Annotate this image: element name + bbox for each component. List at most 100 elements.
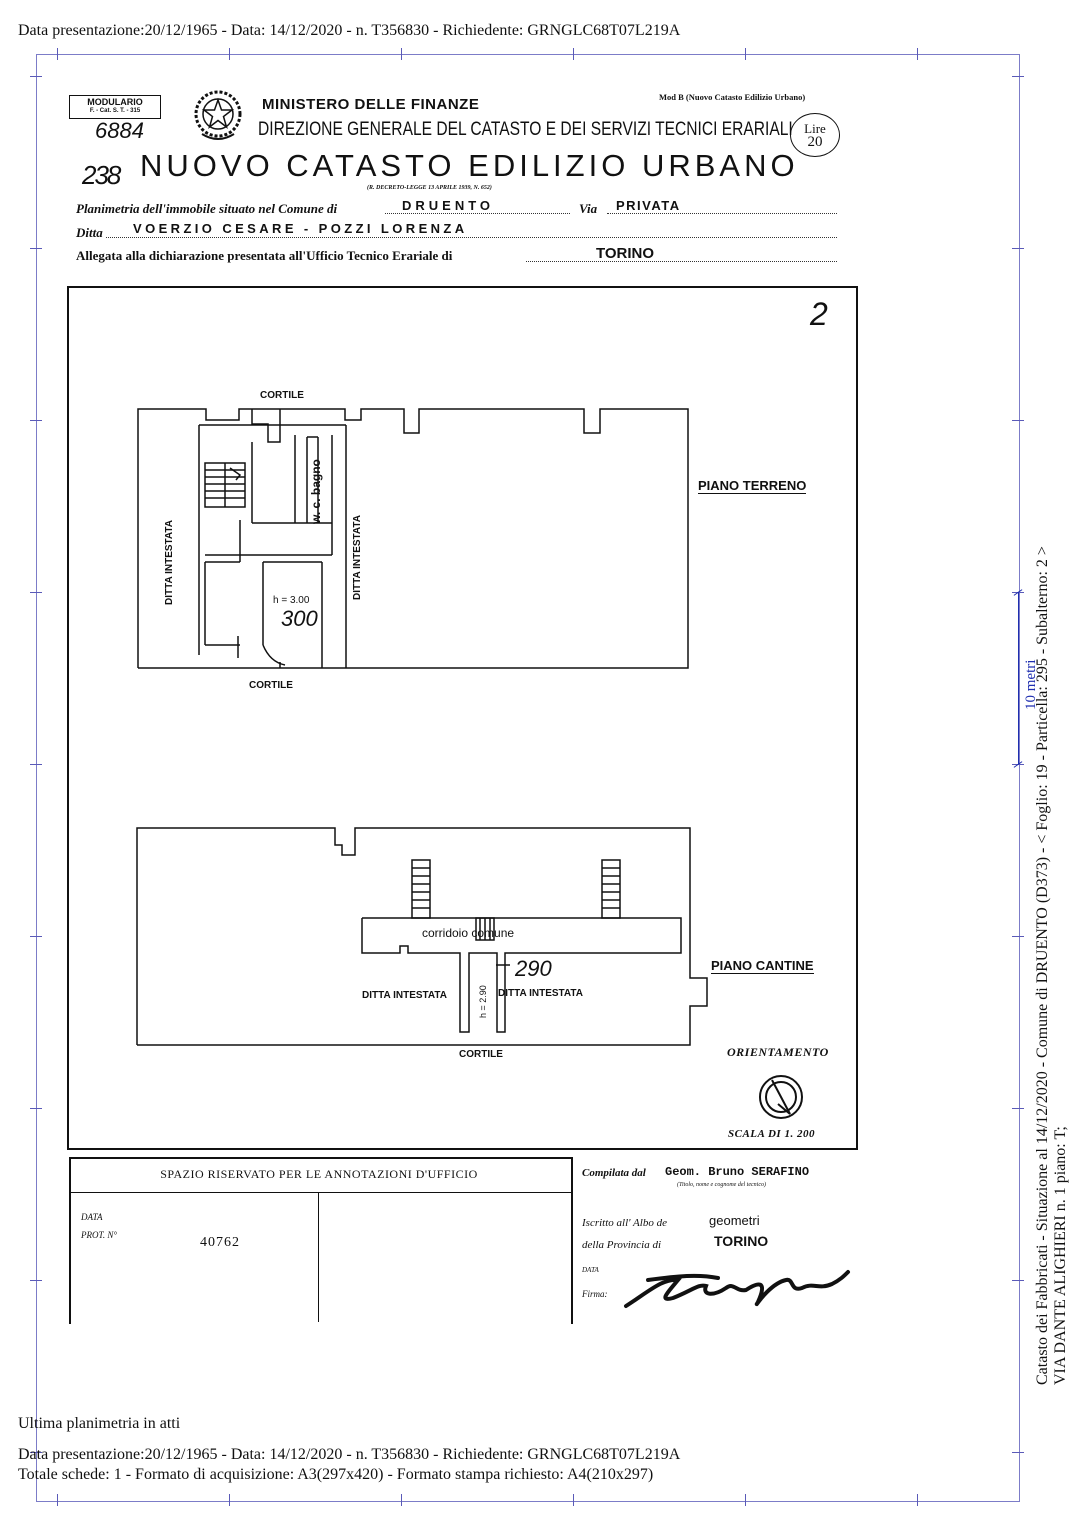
footer-line1: Data presentazione:20/12/1965 - Data: 14… <box>18 1446 681 1463</box>
field-dots <box>385 213 570 214</box>
frame-tick <box>229 48 230 60</box>
frame-tick <box>30 76 42 77</box>
frame-tick <box>1012 1280 1024 1281</box>
decree-note: (R. DECRETO-LEGGE 13 APRILE 1939, N. 652… <box>367 185 492 191</box>
ministry-name: MINISTERO DELLE FINANZE <box>262 96 480 113</box>
orientamento-label: ORIENTAMENTO <box>727 1045 829 1059</box>
frame-tick <box>30 248 42 249</box>
main-title: NUOVO CATASTO EDILIZIO URBANO <box>140 148 799 183</box>
drawing-frame <box>67 286 858 1150</box>
frame-tick <box>30 764 42 765</box>
page-frame <box>36 54 1020 1502</box>
comune-value: DRUENTO <box>402 198 495 213</box>
ufficio-value: TORINO <box>596 245 655 262</box>
cortile-bottom-label: CORTILE <box>249 680 293 691</box>
iscritto-value: geometri <box>709 1213 760 1228</box>
frame-tick <box>745 48 746 60</box>
sheet-number: 2 <box>810 296 828 332</box>
signature-icon <box>624 1270 850 1308</box>
frame-tick <box>30 592 42 593</box>
frame-tick <box>573 48 574 60</box>
office-data-label: DATA <box>81 1212 103 1222</box>
frame-tick <box>30 420 42 421</box>
office-box-divider <box>69 1192 571 1193</box>
north-arrow-icon <box>759 1075 803 1119</box>
frame-tick <box>30 936 42 937</box>
frame-tick <box>1012 248 1024 249</box>
provincia-label: della Provincia di <box>582 1239 662 1251</box>
ditta-value: VOERZIO CESARE - POZZI LORENZA <box>133 221 468 236</box>
lire-value: 20 <box>807 134 823 150</box>
ditta-intestata-left: DITTA INTESTATA <box>164 520 175 605</box>
piano-cantine-label: PIANO CANTINE <box>711 958 814 974</box>
scala-label: SCALA DI 1. 200 <box>728 1128 815 1140</box>
lire-label: Lire <box>804 121 826 136</box>
allegata-label: Allegata alla dichiarazione presentata a… <box>76 248 453 263</box>
firma-label: Firma: <box>582 1289 608 1299</box>
basement-height-label: h = 2.90 <box>478 985 488 1018</box>
prot-label: PROT. N° <box>81 1230 117 1240</box>
ground-height-label: h = 3.00 <box>273 595 310 606</box>
mod-label: Mod B (Nuovo Catasto Edilizio Urbano) <box>659 92 806 102</box>
frame-tick <box>57 1494 58 1506</box>
wc-bagno-label: w. c. bagno <box>309 459 323 524</box>
field-dots <box>526 261 837 262</box>
frame-tick <box>745 1494 746 1506</box>
frame-tick <box>917 48 918 60</box>
provincia-value: TORINO <box>714 1233 769 1249</box>
field-dots <box>607 213 837 214</box>
frame-tick <box>1012 420 1024 421</box>
ultima-planimetria: Ultima planimetria in atti <box>18 1415 181 1432</box>
side-info-line1: Catasto dei Fabbricati - Situazione al 1… <box>1034 546 1051 1385</box>
basement-ditta-left: DITTA INTESTATA <box>362 990 447 1001</box>
frame-tick <box>30 1108 42 1109</box>
handwritten-number: 6884 <box>95 118 144 143</box>
direction-name: DIREZIONE GENERALE DEL CATASTO E DEI SER… <box>258 119 793 140</box>
planimetria-label: Planimetria dell'immobile situato nel Co… <box>76 201 338 216</box>
frame-tick <box>401 48 402 60</box>
compilata-sub: (Titolo, nome e cognome del tecnico) <box>677 1182 766 1188</box>
compilata-value: Geom. Bruno SERAFINO <box>665 1165 810 1179</box>
cortile-top-label: CORTILE <box>260 390 304 401</box>
modulario-title: MODULARIO <box>87 97 143 107</box>
basement-height-handwritten: 290 <box>515 956 552 981</box>
piano-terreno-label: PIANO TERRENO <box>698 478 807 494</box>
basement-outline <box>136 827 708 1046</box>
republic-emblem-icon <box>194 90 242 140</box>
signature-data-label: DATA <box>582 1266 599 1274</box>
side-info-line2: VIA DANTE ALIGHIERI n. 1 piano: T; <box>1052 1126 1069 1385</box>
frame-tick <box>57 48 58 60</box>
corridoio-label: corridoio comune <box>422 926 515 940</box>
lire-stamp: Lire 20 <box>790 113 840 157</box>
modulario-box: MODULARIO F. - Cat. S. T. - 315 <box>69 95 161 119</box>
handwritten-prefix: 238 <box>82 160 121 190</box>
office-annotation-box <box>69 1157 573 1324</box>
scale-bar <box>1018 592 1019 764</box>
frame-tick <box>30 1452 42 1453</box>
via-value: PRIVATA <box>616 198 681 213</box>
iscritto-label: Iscritto all' Albo de <box>582 1217 667 1229</box>
frame-tick <box>1012 1452 1024 1453</box>
basement-cortile-label: CORTILE <box>459 1049 503 1060</box>
frame-tick <box>1012 76 1024 77</box>
frame-tick <box>1012 764 1024 765</box>
frame-tick <box>401 1494 402 1506</box>
field-dots <box>106 237 837 238</box>
office-box-divider <box>318 1192 319 1322</box>
compilata-label: Compilata dal <box>582 1167 646 1179</box>
via-label: Via <box>579 201 598 216</box>
ground-height-handwritten: 300 <box>281 606 318 631</box>
frame-tick <box>917 1494 918 1506</box>
prot-number: 40762 <box>200 1235 240 1250</box>
frame-tick <box>1012 936 1024 937</box>
basement-ditta-right: DITTA INTESTATA <box>498 988 583 999</box>
frame-tick <box>1012 1108 1024 1109</box>
ground-floor-outline <box>137 408 689 669</box>
modulario-code: F. - Cat. S. T. - 315 <box>89 108 141 114</box>
ditta-intestata-right: DITTA INTESTATA <box>352 515 363 600</box>
footer-line2: Totale schede: 1 - Formato di acquisizio… <box>18 1466 654 1483</box>
frame-tick <box>30 1280 42 1281</box>
header-info: Data presentazione:20/12/1965 - Data: 14… <box>18 22 681 39</box>
frame-tick <box>573 1494 574 1506</box>
